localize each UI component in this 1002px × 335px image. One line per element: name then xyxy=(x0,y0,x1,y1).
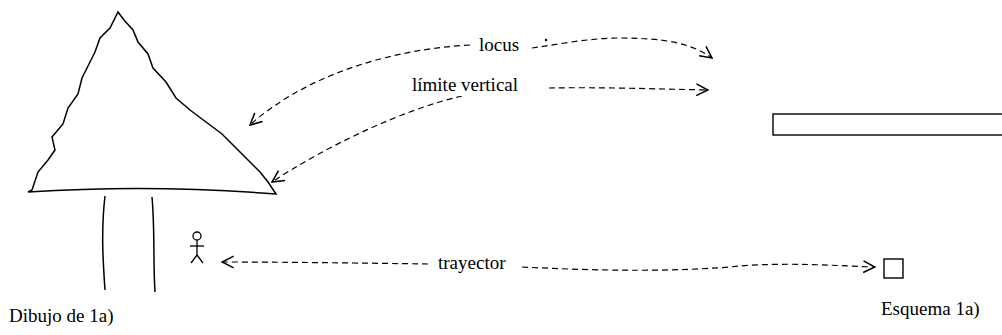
tree-crown xyxy=(28,12,276,194)
leader-arrow xyxy=(532,38,712,58)
trajector-label: trayector xyxy=(436,253,508,274)
leader-arrows xyxy=(222,38,875,270)
leader-arrow xyxy=(549,88,708,90)
vertical-limit-label: límite vertical xyxy=(410,75,520,96)
locus-bar xyxy=(773,114,1002,135)
tree-trunk xyxy=(152,197,155,292)
leader-arrow xyxy=(522,264,875,270)
locus-label: locus xyxy=(477,35,521,56)
stray-dot xyxy=(545,39,547,41)
tree-drawing xyxy=(28,12,276,292)
person-figure xyxy=(190,232,204,263)
trajector-square xyxy=(884,259,903,278)
leader-arrow xyxy=(222,262,428,264)
schema-caption: Esquema 1a) xyxy=(879,299,982,320)
drawing-caption: Dibujo de 1a) xyxy=(7,306,115,327)
tree-trunk xyxy=(103,196,105,290)
leader-arrow xyxy=(272,96,462,182)
